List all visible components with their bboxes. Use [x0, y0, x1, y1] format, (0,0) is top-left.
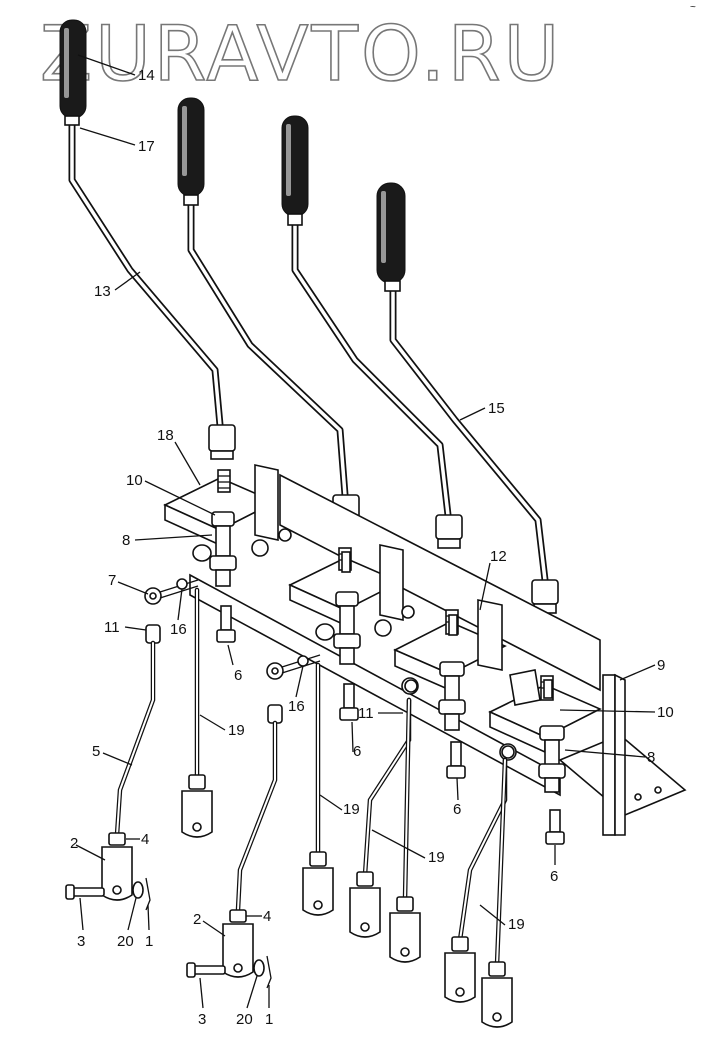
label-14: 14 [138, 67, 155, 84]
label-6-a: 6 [234, 667, 242, 684]
label-3-mid: 3 [198, 1011, 206, 1028]
label-2-left: 2 [70, 835, 78, 852]
label-6-b: 6 [353, 743, 361, 760]
lever-2 [177, 97, 360, 529]
label-19-a: 19 [228, 722, 245, 739]
clevis-19-b [302, 851, 334, 916]
label-3-left: 3 [77, 933, 85, 950]
lever-4 [376, 182, 559, 614]
label-13: 13 [94, 283, 111, 300]
label-4-mid: 4 [263, 908, 271, 925]
clevis-19-d2 [481, 961, 513, 1028]
label-19-c: 19 [428, 849, 445, 866]
label-18: 18 [157, 427, 174, 444]
clevis-left [65, 832, 151, 911]
label-17: 17 [138, 138, 155, 155]
label-8-left: 8 [122, 532, 130, 549]
part-labels: 14 17 13 15 18 10 8 7 11 16 6 19 12 9 10… [70, 67, 674, 1028]
label-7: 7 [108, 572, 116, 589]
label-19-b: 19 [343, 801, 360, 818]
clevis-mid [186, 909, 272, 989]
label-19-d: 19 [508, 916, 525, 933]
label-20-mid: 20 [236, 1011, 253, 1028]
label-10-right: 10 [657, 704, 674, 721]
clevis-19-c2 [389, 896, 421, 963]
lever-block-1 [163, 464, 292, 587]
label-15: 15 [488, 400, 505, 417]
label-5: 5 [92, 743, 100, 760]
label-9: 9 [657, 657, 665, 674]
label-20-left: 20 [117, 933, 134, 950]
label-16-mid: 16 [288, 698, 305, 715]
label-8-right: 8 [647, 749, 655, 766]
bolt-1 [216, 605, 236, 643]
label-1-mid: 1 [265, 1011, 273, 1028]
clevis-19-d1 [444, 936, 476, 1003]
lever-1 [59, 19, 236, 460]
clevis-19-a [181, 774, 213, 838]
studs [341, 551, 553, 699]
rod-end-1 [144, 578, 199, 605]
bolt-2 [339, 683, 359, 721]
leader-lines [75, 54, 656, 1009]
lever-block-2 [288, 544, 415, 665]
clevis-19-c1 [349, 871, 381, 938]
watermark: ZURAVTO.RU [40, 9, 562, 98]
label-4-left: 4 [141, 831, 149, 848]
label-2-mid: 2 [193, 911, 201, 928]
label-11-left: 11 [104, 619, 120, 636]
label-6-d: 6 [550, 868, 558, 885]
rod-end-2 [266, 654, 321, 680]
rod-end-3 [404, 679, 515, 759]
link-rod-19-d [457, 757, 508, 968]
link-rod-5-left [114, 624, 161, 838]
link-rod-5-mid [235, 704, 283, 913]
corner-mark: ~ [690, 2, 696, 13]
bolt-3 [446, 741, 466, 779]
label-16-left: 16 [170, 621, 187, 638]
bolt-4 [545, 809, 565, 845]
label-12: 12 [490, 548, 507, 565]
label-11-mid: 11 [358, 705, 374, 722]
link-rod-19-c [362, 697, 412, 903]
label-6-c: 6 [453, 801, 461, 818]
label-1-left: 1 [145, 933, 153, 950]
lever-3 [281, 115, 463, 549]
label-10-left: 10 [126, 472, 143, 489]
